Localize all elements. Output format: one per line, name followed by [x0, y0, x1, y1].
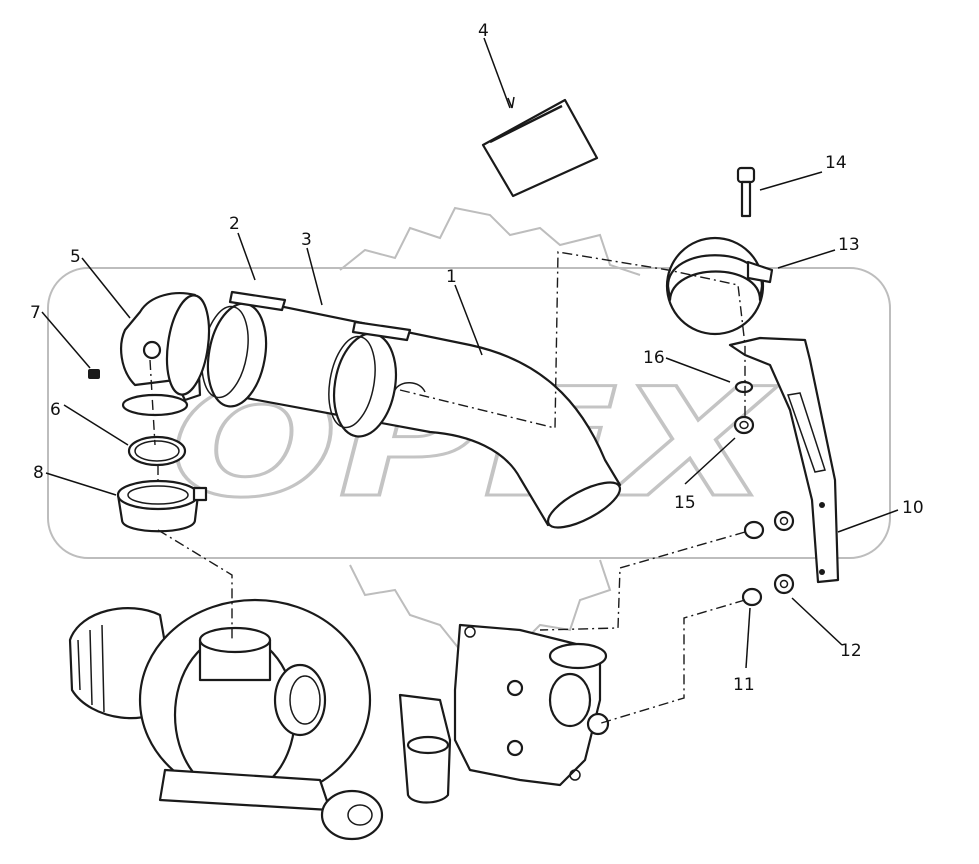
callout-15: 15 [674, 493, 696, 513]
assembly-lines [149, 251, 746, 725]
part-5-elbow [120, 292, 211, 417]
callout-4: 4 [478, 21, 489, 41]
part-11-nut [741, 520, 765, 607]
callout-labels: 1 2 3 4 5 6 7 8 10 11 12 13 14 15 16 [30, 21, 924, 695]
callout-5: 5 [70, 247, 81, 267]
part-13-strap-band [665, 236, 774, 336]
callout-11: 11 [733, 675, 755, 695]
part-6-o-ring [127, 435, 187, 467]
part-10-bracket [728, 336, 840, 584]
part-12-washer [773, 510, 795, 595]
part-14-bolt [736, 166, 756, 218]
leader-lines [41, 37, 899, 669]
part-8-v-band-clamp [116, 479, 208, 533]
callout-6: 6 [50, 400, 61, 420]
part-16-washer [734, 380, 754, 394]
watermark-frame [47, 267, 891, 559]
callout-16: 16 [643, 348, 665, 368]
callout-7: 7 [30, 303, 41, 323]
part-15-nut [733, 415, 755, 435]
callout-13: 13 [838, 235, 860, 255]
callout-3: 3 [301, 230, 312, 250]
callout-10: 10 [902, 498, 924, 518]
part-4-label-card [481, 98, 599, 198]
turbocharger [68, 598, 384, 841]
exhaust-housing [398, 623, 610, 804]
callout-8: 8 [33, 463, 44, 483]
part-7-plug [88, 369, 100, 379]
part-1-air-pipe [228, 298, 622, 529]
callout-2: 2 [229, 214, 240, 234]
callout-1: 1 [446, 267, 457, 287]
callout-14: 14 [825, 153, 847, 173]
callout-12: 12 [840, 641, 862, 661]
